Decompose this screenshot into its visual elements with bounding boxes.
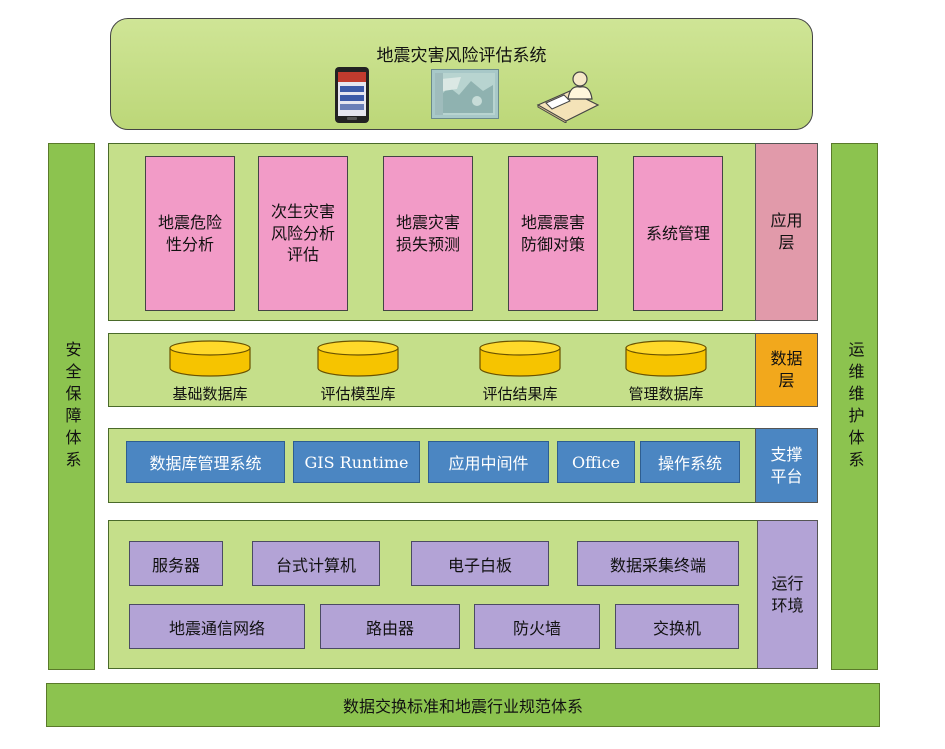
runtime-data-terminal: 数据采集终端	[577, 541, 739, 586]
map-screen-icon	[431, 69, 499, 119]
standards-bar: 数据交换标准和地震行业规范体系	[46, 683, 880, 727]
database-icon	[317, 340, 399, 377]
db-basic-label: 基础数据库	[172, 385, 248, 403]
support-layer-tag: 支撑平台	[755, 428, 818, 503]
security-system-label: 安全保障体系	[62, 340, 82, 473]
support-office: Office	[557, 441, 635, 483]
runtime-layer-tag-line1: 运行	[771, 573, 804, 593]
runtime-firewall: 防火墙	[474, 604, 600, 649]
runtime-layer-tag: 运行环境	[757, 520, 818, 669]
support-layer-tag-line2: 平台	[770, 466, 803, 486]
runtime-layer-tag-line2: 环境	[771, 595, 804, 615]
app-module-seismic-hazard: 地震危险性分析	[145, 156, 235, 311]
runtime-whiteboard: 电子白板	[411, 541, 549, 586]
database-icon	[625, 340, 707, 377]
maintenance-system-bar: 运维维护体系	[831, 143, 878, 670]
runtime-desktop: 台式计算机	[252, 541, 380, 586]
app-module-defense-strategy: 地震震害防御对策	[508, 156, 598, 311]
runtime-switch: 交换机	[615, 604, 739, 649]
maintenance-system-label: 运维维护体系	[845, 340, 865, 473]
data-layer-tag: 数据层	[755, 333, 818, 407]
db-model-label: 评估模型库	[320, 385, 396, 403]
database-icon	[479, 340, 561, 377]
application-layer-tag-line1: 应用	[770, 211, 803, 231]
phone-icon	[335, 67, 369, 123]
runtime-router: 路由器	[320, 604, 460, 649]
user-desk-icon	[536, 71, 600, 123]
app-module-loss-prediction: 地震灾害损失预测	[383, 156, 473, 311]
support-gis-runtime: GIS Runtime	[293, 441, 420, 483]
support-layer-tag-line1: 支撑	[770, 444, 803, 464]
application-layer-tag: 应用层	[755, 143, 818, 321]
support-os: 操作系统	[640, 441, 740, 483]
db-result-label: 评估结果库	[482, 385, 558, 403]
support-middleware: 应用中间件	[428, 441, 549, 483]
database-icon	[169, 340, 251, 377]
app-module-secondary-disaster: 次生灾害风险分析评估	[258, 156, 348, 311]
support-dbms: 数据库管理系统	[126, 441, 285, 483]
system-title: 地震灾害风险评估系统	[376, 46, 547, 66]
system-title-banner: 地震灾害风险评估系统	[110, 18, 813, 130]
db-management-label: 管理数据库	[628, 385, 704, 403]
data-layer-tag-line2: 层	[778, 371, 795, 390]
runtime-network: 地震通信网络	[129, 604, 305, 649]
data-layer-tag-line1: 数据	[770, 349, 803, 369]
application-layer-tag-line2: 层	[778, 233, 795, 252]
runtime-server: 服务器	[129, 541, 223, 586]
security-system-bar: 安全保障体系	[48, 143, 95, 670]
app-module-system-management: 系统管理	[633, 156, 723, 311]
